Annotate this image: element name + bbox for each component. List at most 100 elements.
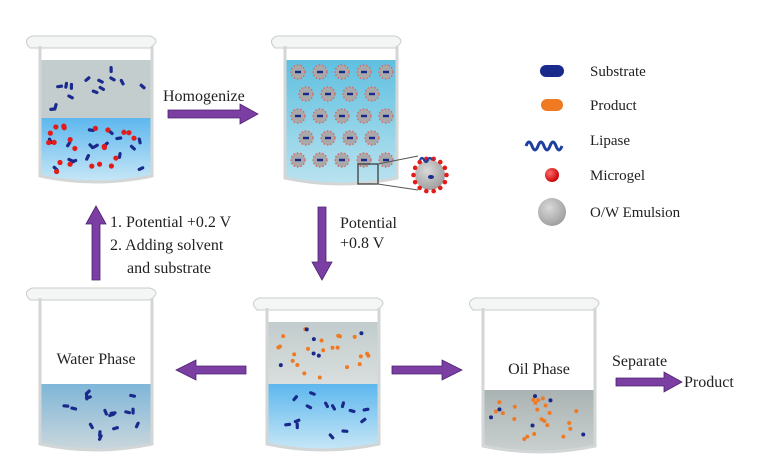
- microgel-particle: [92, 125, 99, 131]
- product-particle: [574, 409, 579, 414]
- product-particle: [302, 371, 307, 376]
- product-particle: [545, 423, 550, 428]
- substrate-particle: [311, 337, 316, 342]
- emulsion-droplet: [364, 130, 380, 146]
- emulsion-droplet: [320, 130, 336, 146]
- substrate-particle: [97, 434, 103, 441]
- substrate-particle: [91, 89, 99, 95]
- substrate-particle: [62, 404, 70, 408]
- product-particle: [500, 411, 505, 416]
- substrate-particle: [98, 85, 106, 91]
- microgel-particle: [101, 144, 107, 151]
- substrate-icon: [540, 65, 564, 77]
- arrow-separate: [615, 371, 683, 393]
- microgel-icon: [545, 168, 559, 182]
- substrate-particles: [284, 391, 370, 440]
- substrate-particle: [119, 78, 125, 86]
- product-particle: [547, 410, 552, 415]
- emulsion-droplet: [312, 64, 328, 80]
- substrate-particle: [88, 422, 94, 430]
- microgel-particle: [67, 161, 73, 167]
- legend-item-emulsion: O/W Emulsion: [538, 198, 681, 226]
- emulsion-droplet: [356, 64, 372, 80]
- substrate-particle: [311, 351, 316, 356]
- lipase-icon: [524, 140, 564, 152]
- product-particle: [535, 407, 540, 412]
- substrate-particle: [548, 398, 553, 403]
- substrate-particle: [64, 81, 69, 89]
- substrate-particle: [309, 391, 316, 396]
- substrate-particle: [88, 143, 95, 150]
- substrate-particle: [489, 415, 494, 420]
- arrow-potential-high: [311, 206, 333, 281]
- microgel-particle: [437, 159, 443, 165]
- substrate-particle: [84, 389, 91, 396]
- product-particle: [276, 345, 281, 350]
- substrate-particle: [49, 107, 57, 111]
- emulsion-droplet: [290, 152, 306, 168]
- oil-phase-label: Oil Phase: [508, 361, 570, 378]
- substrate-particle: [117, 151, 122, 159]
- emulsion-droplet: [356, 152, 372, 168]
- emulsion-droplet: [378, 64, 394, 80]
- product-particles: [489, 394, 586, 442]
- emulsion-droplet: [312, 152, 328, 168]
- substrate-particle: [137, 137, 142, 145]
- product-particle: [531, 397, 536, 402]
- substrate-particle: [84, 76, 91, 82]
- svg-text:Product: Product: [590, 98, 637, 114]
- product-particle: [317, 375, 322, 380]
- product-particle: [352, 334, 357, 339]
- legend-item-lipase: Lipase: [524, 133, 630, 152]
- product-particle: [543, 403, 548, 408]
- substrate-particle: [115, 136, 123, 141]
- svg-text:Lipase: Lipase: [590, 133, 630, 149]
- emulsion-icon: [538, 198, 566, 226]
- product-icon: [541, 99, 563, 111]
- emulsion-droplet: [290, 64, 306, 80]
- product-particle: [306, 346, 311, 351]
- microgel-particle: [126, 130, 132, 136]
- emulsion-droplet: [334, 152, 350, 168]
- product-particle: [330, 345, 335, 350]
- microgel-particle: [431, 156, 436, 162]
- substrate-particle: [85, 154, 91, 161]
- substrate-particle: [292, 395, 299, 402]
- product-particle: [357, 362, 362, 367]
- substrate-particle: [330, 404, 337, 411]
- product-particle: [345, 365, 350, 370]
- substrate-particle: [112, 426, 119, 431]
- product-particle: [295, 362, 300, 367]
- beaker-separated: [253, 297, 384, 452]
- substrate-particle: [97, 78, 104, 84]
- product-particle: [533, 400, 538, 405]
- product-particle: [525, 434, 530, 439]
- microgel-particle: [47, 130, 53, 136]
- microgel-particle: [424, 188, 429, 194]
- substrate-particle: [581, 432, 586, 437]
- substrate-particle: [340, 401, 346, 409]
- substrate-particle: [295, 422, 299, 430]
- product-particle: [532, 432, 537, 437]
- emulsion-droplet: [364, 86, 380, 102]
- product-particle: [561, 434, 566, 439]
- substrate-particle: [137, 166, 145, 172]
- product-particle: [290, 358, 295, 363]
- substrate-particle: [139, 83, 146, 90]
- microgel-particles: [46, 123, 137, 175]
- emulsion-droplet: [378, 152, 394, 168]
- emulsion-droplet: [334, 108, 350, 124]
- microgel-particle: [108, 163, 114, 169]
- product-particles: [276, 327, 371, 380]
- microgel-particle: [53, 124, 59, 130]
- microgel-particle: [131, 135, 137, 141]
- substrate-particle: [134, 421, 140, 429]
- product-particle: [497, 400, 502, 405]
- substrate-particle: [109, 411, 117, 415]
- emulsion-droplet: [334, 64, 350, 80]
- product-particle: [493, 409, 498, 414]
- substrate-particle: [129, 144, 136, 151]
- microgel-particle: [417, 185, 423, 191]
- substrate-particle: [70, 406, 78, 411]
